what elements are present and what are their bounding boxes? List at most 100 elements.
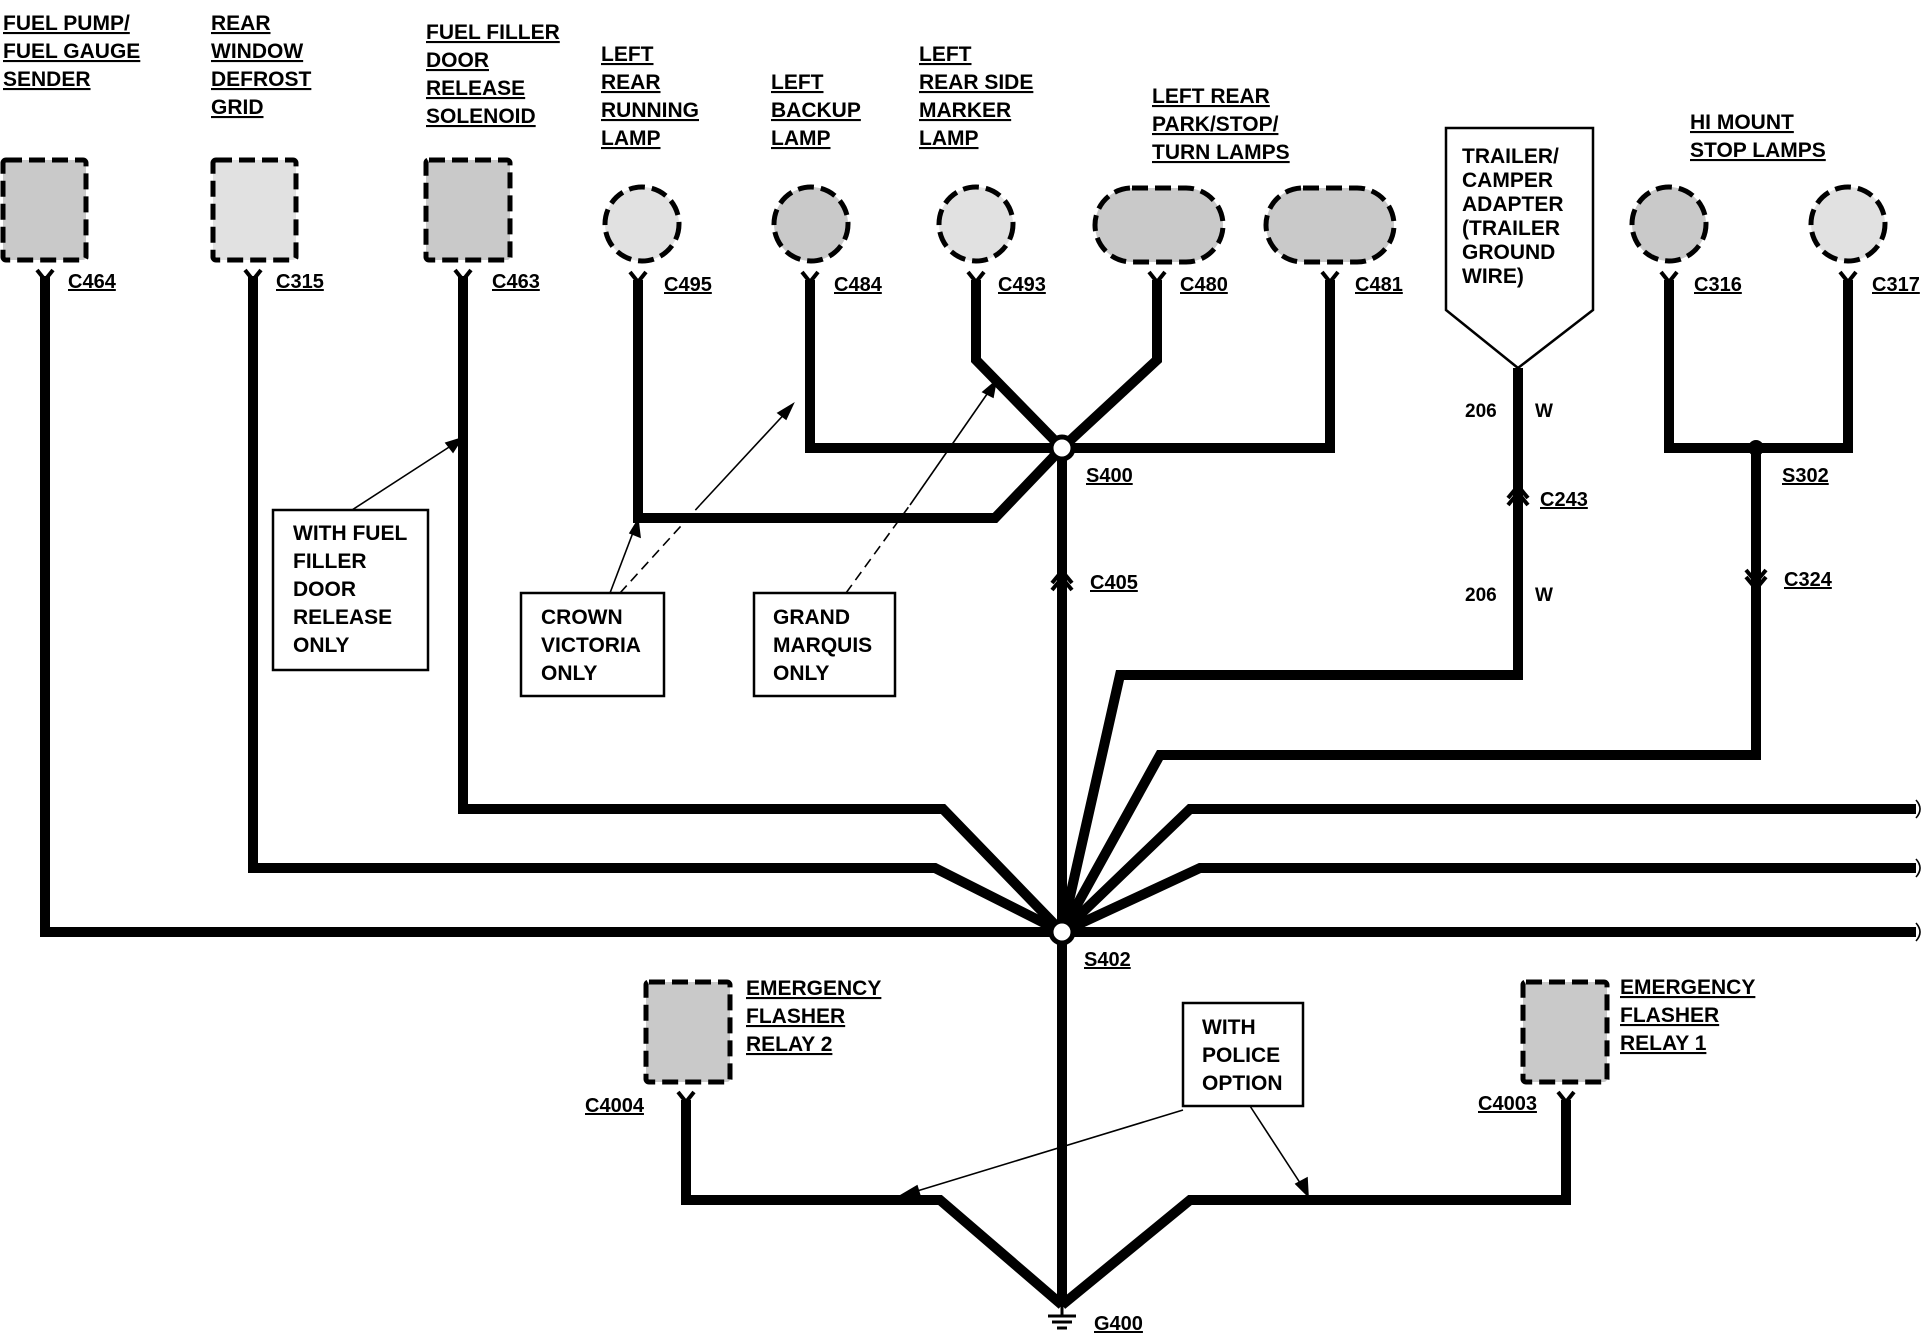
svg-text:LAMP: LAMP	[919, 127, 979, 150]
svg-text:BACKUP: BACKUP	[771, 99, 861, 122]
svg-text:LAMP: LAMP	[771, 127, 831, 150]
svg-text:LEFT: LEFT	[601, 43, 654, 66]
connector-c480: C480	[1180, 274, 1228, 296]
connector-c481: C481	[1355, 274, 1403, 296]
note-crown-victoria-text: CROWN VICTORIA ONLY	[541, 606, 641, 685]
svg-text:RELAY 1: RELAY 1	[1620, 1032, 1707, 1055]
svg-text:FLASHER: FLASHER	[746, 1005, 845, 1028]
ground-icon	[1048, 1300, 1076, 1330]
svg-text:(TRAILER: (TRAILER	[1462, 217, 1560, 240]
label-hi-mount: HI MOUNT STOP LAMPS	[1690, 111, 1826, 162]
label-left-running: LEFT REAR RUNNING LAMP	[601, 43, 699, 150]
svg-text:RELAY 2: RELAY 2	[746, 1033, 832, 1056]
svg-text:EMERGENCY: EMERGENCY	[746, 977, 881, 1000]
splice-label-s402: S402	[1084, 949, 1131, 971]
connector-c493: C493	[998, 274, 1046, 296]
svg-text:WINDOW: WINDOW	[211, 40, 303, 63]
svg-text:EMERGENCY: EMERGENCY	[1620, 976, 1755, 999]
svg-text:DOOR: DOOR	[426, 49, 489, 72]
svg-text:GRAND: GRAND	[773, 606, 850, 629]
splice-s402	[1048, 918, 1076, 946]
connector-c4004: C4004	[585, 1095, 645, 1117]
connector-c315: C315	[276, 271, 324, 293]
ground-label-g400: G400	[1094, 1313, 1143, 1335]
svg-text:MARKER: MARKER	[919, 99, 1011, 122]
svg-text:GROUND: GROUND	[1462, 241, 1555, 264]
label-flasher-1: EMERGENCY FLASHER RELAY 1	[1620, 976, 1755, 1055]
note-police-text: WITH POLICE OPTION	[1202, 1016, 1283, 1095]
trailer-adapter-component	[1444, 126, 1595, 370]
flasher-relay-2-component	[643, 979, 733, 1085]
connector-c316: C316	[1694, 274, 1742, 296]
fuel-pump-component	[0, 157, 89, 263]
svg-text:TRAILER/: TRAILER/	[1462, 145, 1559, 168]
wire-s302	[1057, 448, 1761, 935]
wire-right-mid	[1059, 863, 1916, 937]
svg-text:CROWN: CROWN	[541, 606, 623, 629]
left-backup-lamp	[771, 184, 851, 264]
flasher-relay-1-component	[1520, 979, 1610, 1085]
svg-text:FUEL GAUGE: FUEL GAUGE	[3, 40, 140, 63]
svg-text:MARQUIS: MARQUIS	[773, 634, 872, 657]
connector-c243: C243	[1540, 489, 1588, 511]
hi-mount-lamp-1	[1629, 184, 1709, 264]
splice-label-s400: S400	[1086, 465, 1133, 487]
splice-s302	[1748, 440, 1764, 456]
wire-c484-c481	[805, 280, 1335, 453]
label-flasher-2: EMERGENCY FLASHER RELAY 2	[746, 977, 881, 1056]
wire-c495	[633, 280, 1066, 523]
svg-text:FUEL PUMP/: FUEL PUMP/	[3, 12, 130, 35]
svg-text:VICTORIA: VICTORIA	[541, 634, 641, 657]
note-grand-marquis-only	[752, 591, 897, 698]
note-crown-victoria-only	[519, 591, 666, 698]
svg-text:WITH FUEL: WITH FUEL	[293, 522, 407, 545]
svg-text:RUNNING: RUNNING	[601, 99, 699, 122]
wire-code-labels: 206 W 206 W	[1465, 401, 1553, 606]
svg-text:REAR SIDE: REAR SIDE	[919, 71, 1033, 94]
svg-text:RELEASE: RELEASE	[293, 606, 392, 629]
label-fuel-pump: FUEL PUMP/ FUEL GAUGE SENDER	[3, 12, 140, 91]
svg-text:PARK/STOP/: PARK/STOP/	[1152, 113, 1279, 136]
label-left-park: LEFT REAR PARK/STOP/ TURN LAMPS	[1152, 85, 1290, 164]
left-park-lamp-1	[1092, 185, 1226, 265]
svg-text:LEFT: LEFT	[771, 71, 824, 94]
wire-c480	[1058, 280, 1162, 452]
wire-c4004	[681, 1100, 1066, 1309]
wire-color-upper: W	[1535, 401, 1553, 422]
fuel-filler-component	[423, 157, 513, 263]
wire-right-upper	[1058, 804, 1916, 936]
wire-c316-c317	[1664, 280, 1853, 453]
svg-text:LEFT REAR: LEFT REAR	[1152, 85, 1270, 108]
connector-c317: C317	[1872, 274, 1920, 296]
svg-text:SENDER: SENDER	[3, 68, 91, 91]
svg-text:ONLY: ONLY	[293, 634, 349, 657]
splice-labels: S400 S402 S302 G400	[1084, 465, 1829, 1335]
connector-c463: C463	[492, 271, 540, 293]
label-rear-defrost: REAR WINDOW DEFROST GRID	[211, 12, 312, 119]
svg-text:GRID: GRID	[211, 96, 264, 119]
wire-circuit-lower: 206	[1465, 585, 1497, 606]
splice-label-s302: S302	[1782, 465, 1829, 487]
label-left-side-marker: LEFT REAR SIDE MARKER LAMP	[919, 43, 1033, 150]
connector-marks	[35, 268, 1858, 1106]
wire-color-lower: W	[1535, 585, 1553, 606]
left-running-lamp	[602, 184, 682, 264]
svg-text:DOOR: DOOR	[293, 578, 356, 601]
svg-text:HI MOUNT: HI MOUNT	[1690, 111, 1794, 134]
label-left-backup: LEFT BACKUP LAMP	[771, 71, 861, 150]
note-police-option	[1181, 1001, 1305, 1108]
svg-text:FLASHER: FLASHER	[1620, 1004, 1719, 1027]
svg-text:STOP LAMPS: STOP LAMPS	[1690, 139, 1826, 162]
svg-text:ADAPTER: ADAPTER	[1462, 193, 1564, 216]
note-fuel-filler-text: WITH FUEL FILLER DOOR RELEASE ONLY	[293, 522, 407, 657]
svg-text:ONLY: ONLY	[773, 662, 829, 685]
label-trailer: TRAILER/ CAMPER ADAPTER (TRAILER GROUND …	[1462, 145, 1564, 288]
wires	[40, 276, 1916, 1309]
wire-c315	[248, 276, 1065, 937]
svg-text:DEFROST: DEFROST	[211, 68, 312, 91]
label-fuel-filler: FUEL FILLER DOOR RELEASE SOLENOID	[426, 21, 560, 128]
connector-labels: C464 C315 C463 C495 C484 C493 C480 C481 …	[68, 271, 1920, 1117]
connector-c405: C405	[1090, 572, 1138, 594]
svg-text:WIRE): WIRE)	[1462, 265, 1524, 288]
